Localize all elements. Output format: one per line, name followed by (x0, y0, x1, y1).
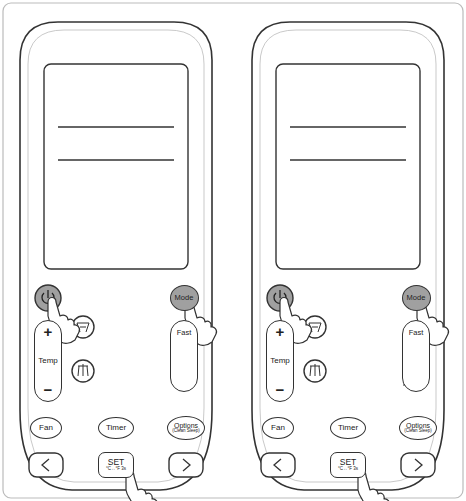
temp-sign: − (276, 382, 285, 398)
fast-button: Fast (170, 320, 198, 392)
button-label: Mode (175, 294, 194, 302)
fast-button: Fast (402, 320, 430, 392)
temp-sign: + (276, 324, 285, 340)
fan-button: Fan (30, 417, 62, 439)
mode-button: Mode (402, 285, 431, 311)
button-sublabel: (Clean Sleep) (172, 429, 200, 434)
button-label: Fast (409, 329, 424, 337)
temp-sign: + (44, 324, 53, 340)
timer-button: Timer (330, 417, 366, 439)
button-label: Temp (38, 357, 58, 365)
button-label: Fan (271, 424, 285, 432)
fan-button: Fan (262, 417, 294, 439)
options-button: Options(Clean Sleep) (167, 416, 205, 440)
button-label: Options (174, 422, 198, 429)
button-label: Options (406, 422, 430, 429)
button-label: Temp (270, 357, 290, 365)
button-label: Fan (39, 424, 53, 432)
button-label: SET (340, 458, 357, 467)
set-button: SET°C↔°F 3s (330, 452, 366, 478)
options-button: Options(Clean Sleep) (399, 416, 437, 440)
button-label: SET (108, 458, 125, 467)
button-label: Fast (177, 329, 192, 337)
button-label: Timer (106, 424, 126, 432)
temp-rocker: + Temp − (34, 320, 62, 402)
temp-sign: − (44, 382, 53, 398)
button-sublabel: °C↔°F 3s (106, 467, 126, 472)
timer-button: Timer (98, 417, 134, 439)
mode-button: Mode (170, 285, 199, 311)
button-sublabel: °C↔°F 3s (338, 467, 358, 472)
button-label: Mode (407, 294, 426, 302)
button-label: Timer (338, 424, 358, 432)
temp-rocker: + Temp − (266, 320, 294, 402)
button-sublabel: (Clean Sleep) (404, 429, 432, 434)
set-button: SET°C↔°F 3s (98, 452, 134, 478)
